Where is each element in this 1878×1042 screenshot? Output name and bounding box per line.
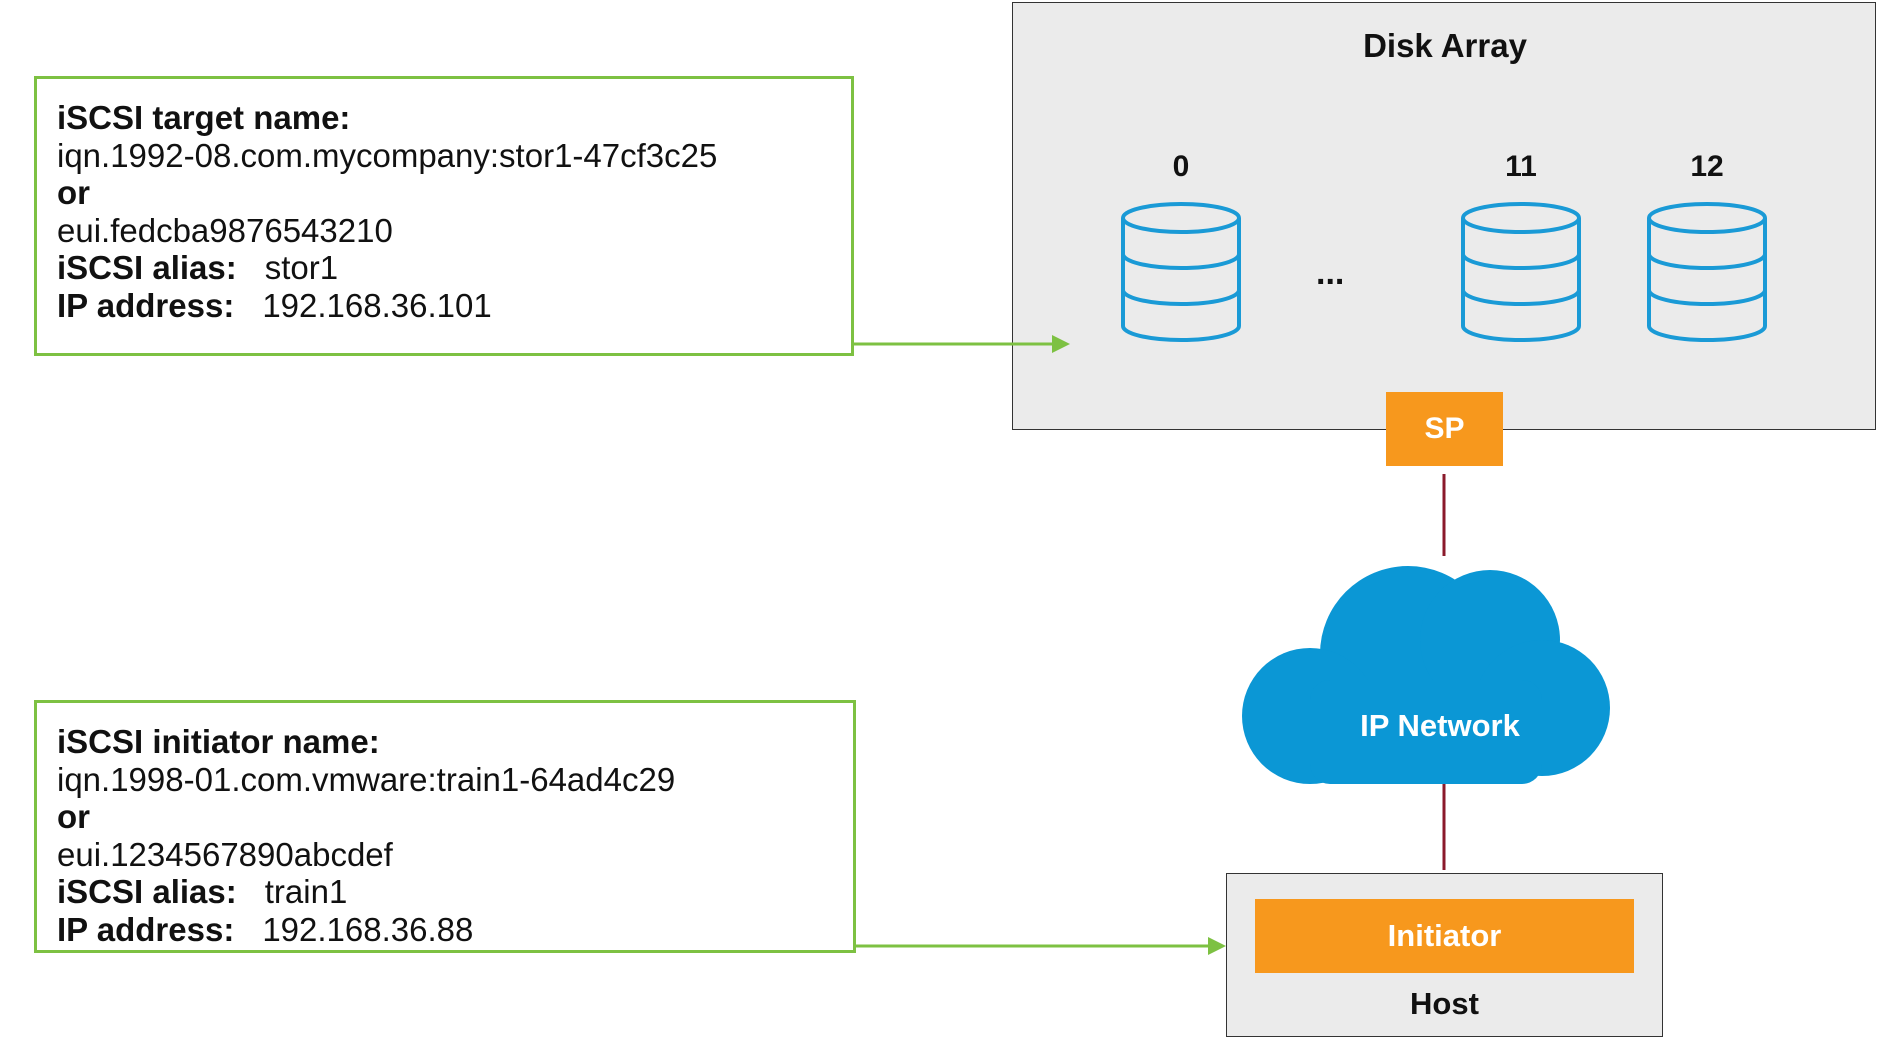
cloud-icon [1242,566,1610,784]
disk-label-11: 11 [1505,150,1537,183]
initiator-or-label: or [57,798,90,835]
disk-label-0: 0 [1172,150,1190,183]
initiator-alias: train1 [264,873,348,910]
target-iqn: iqn.1992-08.com.mycompany:stor1-47cf3c25 [57,136,718,174]
target-alias: stor1 [264,249,339,286]
disk-12-icon [1647,202,1767,342]
initiator-iqn: iqn.1998-01.com.vmware:train1-64ad4c29 [57,760,676,798]
target-arrow [854,335,1070,353]
host-label: Host [1410,986,1479,1021]
initiator-name-label: iSCSI initiator name: [57,723,380,760]
initiator-eui: eui.1234567890abcdef [57,835,393,873]
disk-label-12: 12 [1690,150,1724,183]
disk-array-panel: Disk Array [1012,2,1876,430]
target-info-box: iSCSI target name: iqn.1992-08.com.mycom… [34,76,854,356]
disk-0-icon [1121,202,1241,342]
initiator-ip: 192.168.36.88 [262,910,474,948]
initiator-info-box: iSCSI initiator name: iqn.1998-01.com.vm… [34,700,856,953]
target-or-label: or [57,174,90,211]
initiator-ip-label: IP address: [57,910,235,948]
initiator-alias-label: iSCSI alias: [57,873,237,910]
target-alias-label: iSCSI alias: [57,249,237,286]
disk-11-icon [1461,202,1581,342]
target-name-label: iSCSI target name: [57,99,351,136]
target-ip: 192.168.36.101 [262,286,492,324]
target-eui: eui.fedcba9876543210 [57,211,393,249]
storage-processor: SP [1386,392,1503,466]
ip-network-label: IP Network [1360,708,1520,743]
initiator-arrow [856,937,1226,955]
disk-ellipsis: ... [1316,254,1345,292]
target-ip-label: IP address: [57,286,235,324]
disk-array-title: Disk Array [1363,27,1527,64]
initiator-block: Initiator [1255,899,1634,973]
